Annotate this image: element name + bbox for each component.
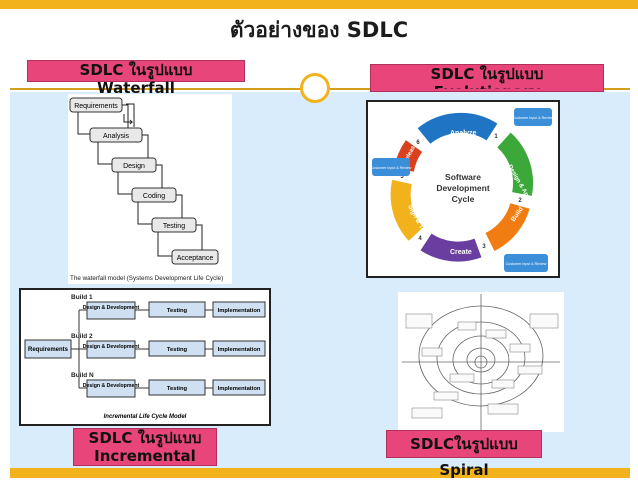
svg-text:Customer Input & Review: Customer Input & Review xyxy=(513,116,554,120)
incremental-diagram: Build 1 Build 2 Build N Requirements Des… xyxy=(19,288,271,426)
svg-text:Implementation: Implementation xyxy=(218,308,261,314)
svg-text:Testing: Testing xyxy=(167,386,188,392)
svg-text:Coding: Coding xyxy=(143,193,165,200)
svg-text:Customer Input & Review: Customer Input & Review xyxy=(371,166,412,170)
phase-number-3: 3 xyxy=(482,244,486,250)
spiral-figure xyxy=(402,294,560,430)
svg-text:Implementation: Implementation xyxy=(218,386,261,392)
svg-text:Development: Development xyxy=(436,183,490,193)
customer-note-top: Customer Input & Review xyxy=(513,108,554,126)
build-1-label: Build 1 xyxy=(71,294,93,301)
label-evolutionary-line2: Evolutionary xyxy=(371,83,603,89)
svg-text:Acceptance: Acceptance xyxy=(177,255,214,262)
svg-text:Design & Development: Design & Development xyxy=(83,305,140,311)
label-incremental-line2: Incremental xyxy=(94,447,196,465)
svg-text:Design & Development: Design & Development xyxy=(83,344,140,350)
svg-text:Design & Development: Design & Development xyxy=(83,383,140,389)
label-waterfall: SDLC ในรูปแบบ Waterfall xyxy=(27,60,245,97)
top-accent-bar xyxy=(0,0,638,9)
customer-note-left: Customer Input & Review xyxy=(371,158,412,176)
label-evolutionary: SDLC ในรูปแบบ Evolutionary xyxy=(370,64,604,92)
waterfall-arrows xyxy=(77,104,203,257)
waterfall-step-acceptance: Acceptance xyxy=(171,249,219,265)
waterfall-step-coding: Coding xyxy=(131,187,177,203)
waterfall-step-requirements: Requirements xyxy=(69,97,123,113)
svg-text:Cycle: Cycle xyxy=(452,194,475,204)
svg-text:Testing: Testing xyxy=(167,308,188,314)
waterfall-step-testing: Testing xyxy=(151,217,197,233)
label-evolutionary-line1: SDLC ในรูปแบบ xyxy=(430,65,544,83)
phase-arc-build xyxy=(485,202,530,251)
ring-ornament xyxy=(300,73,330,103)
requirements-box: Requirements xyxy=(24,339,72,359)
label-spiral: SDLCในรูปแบบ Spiral xyxy=(386,430,542,479)
svg-text:Requirements: Requirements xyxy=(28,347,69,353)
phase-number-6: 6 xyxy=(416,140,420,146)
phase-create: Create xyxy=(450,249,472,256)
build-2-label: Build 2 xyxy=(71,333,93,340)
label-waterfall-line2: Waterfall xyxy=(97,79,175,97)
waterfall-caption: The waterfall model (Systems Development… xyxy=(70,275,223,282)
waterfall-step-analysis: Analysis xyxy=(89,127,143,143)
phase-number-2: 2 xyxy=(518,198,522,204)
label-incremental: SDLC ในรูปแบบ Incremental xyxy=(73,428,217,466)
build-n-label: Build N xyxy=(71,372,94,379)
incremental-row-2: Design & Development Testing Implementat… xyxy=(83,340,266,359)
phase-arc-sign xyxy=(390,179,424,241)
incremental-row-n: Design & Development Testing Implementat… xyxy=(83,379,266,398)
svg-text:Requirements: Requirements xyxy=(74,103,118,110)
phase-arc-analyze xyxy=(417,112,498,145)
waterfall-diagram: Requirements Analysis Design Coding Test… xyxy=(68,94,232,284)
phase-number-4: 4 xyxy=(418,236,422,242)
waterfall-step-design: Design xyxy=(111,157,157,173)
svg-text:Software: Software xyxy=(445,172,481,182)
evolutionary-diagram: Analyze Design & Approve Build Create Si… xyxy=(366,100,560,278)
svg-text:Design: Design xyxy=(123,163,145,170)
customer-note-bottom: Customer Input & Review xyxy=(504,254,548,272)
bottom-accent-bar xyxy=(10,468,630,478)
label-waterfall-line1: SDLC ในรูปแบบ xyxy=(79,61,193,79)
svg-text:Testing: Testing xyxy=(163,223,185,230)
svg-text:Testing: Testing xyxy=(167,347,188,353)
spiral-diagram xyxy=(398,292,564,432)
phase-arc-design xyxy=(496,132,534,196)
phase-number-1: 1 xyxy=(494,134,498,140)
incremental-caption: Incremental Life Cycle Model xyxy=(104,414,187,420)
label-incremental-line1: SDLC ในรูปแบบ xyxy=(88,429,202,447)
phase-number-5: 5 xyxy=(400,174,404,180)
phase-arc-create xyxy=(420,233,482,262)
phase-analyze: Analyze xyxy=(450,130,477,137)
slide-title: ตัวอย่างของ SDLC xyxy=(229,18,409,42)
svg-text:Implementation: Implementation xyxy=(218,347,261,353)
incremental-row-1: Design & Development Testing Implementat… xyxy=(83,301,266,320)
svg-text:Analysis: Analysis xyxy=(103,133,130,140)
svg-text:Customer Input & Review: Customer Input & Review xyxy=(506,262,547,266)
cycle-center-label: Software Development Cycle xyxy=(436,172,490,204)
